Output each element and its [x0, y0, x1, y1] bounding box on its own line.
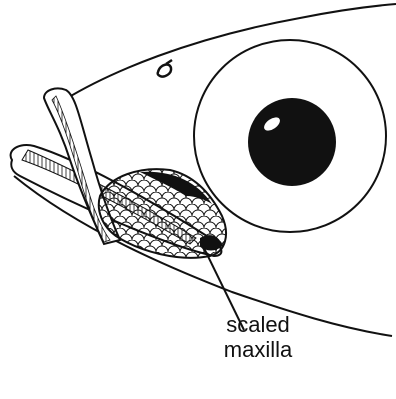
callout-label: scaled maxilla: [198, 312, 318, 362]
callout-label-line-1: scaled: [198, 312, 318, 337]
eye-pupil: [248, 98, 336, 186]
nostril: [158, 60, 172, 77]
callout-label-line-2: maxilla: [198, 337, 318, 362]
